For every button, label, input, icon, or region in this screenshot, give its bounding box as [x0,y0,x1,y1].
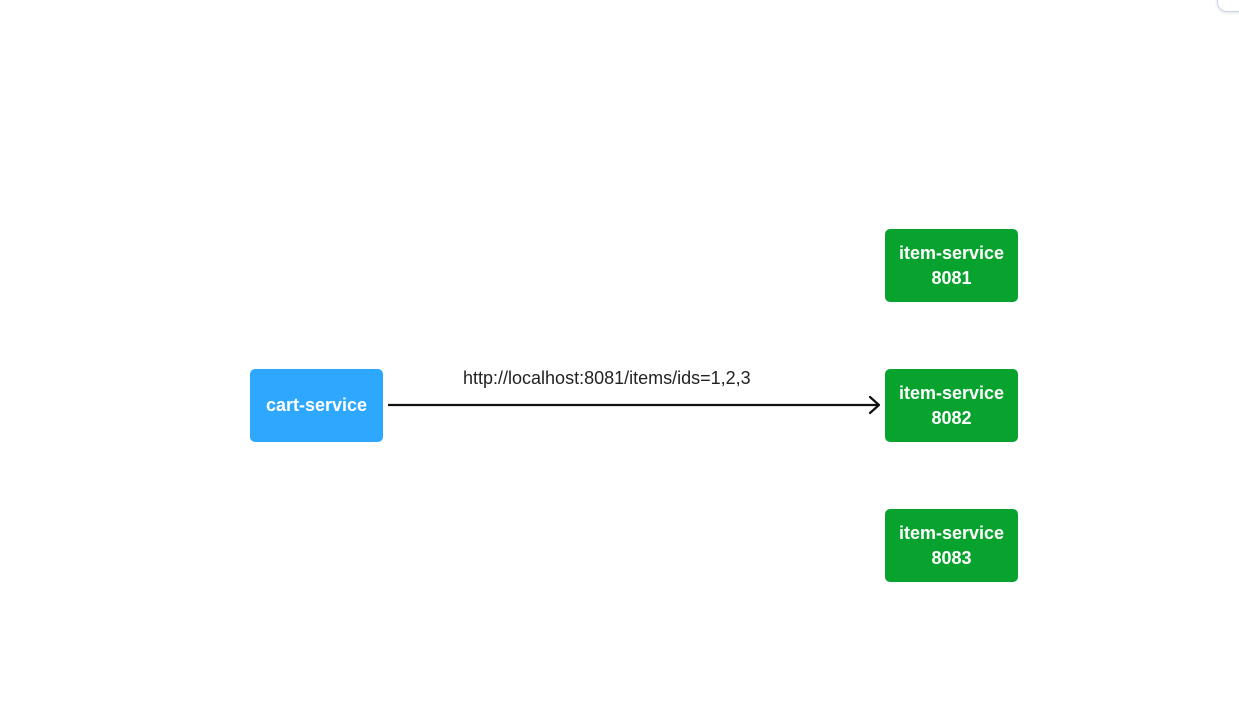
item-service-8082-node[interactable]: item-service 8082 [885,369,1018,442]
request-arrow-head [868,395,881,415]
item-service-name: item-service [898,242,1005,263]
item-service-8083-node[interactable]: item-service 8083 [885,509,1018,582]
cart-service-label: cart-service [265,395,368,415]
item-service-port: 8082 [931,407,972,428]
item-service-port: 8083 [931,547,972,568]
item-service-name: item-service [898,382,1005,403]
cart-service-node[interactable]: cart-service [250,369,383,442]
item-service-port: 8081 [931,267,972,288]
corner-widget-handle[interactable] [1217,0,1239,12]
item-service-name: item-service [898,522,1005,543]
request-url-label: http://localhost:8081/items/ids=1,2,3 [463,368,751,388]
item-service-8081-node[interactable]: item-service 8081 [885,229,1018,302]
